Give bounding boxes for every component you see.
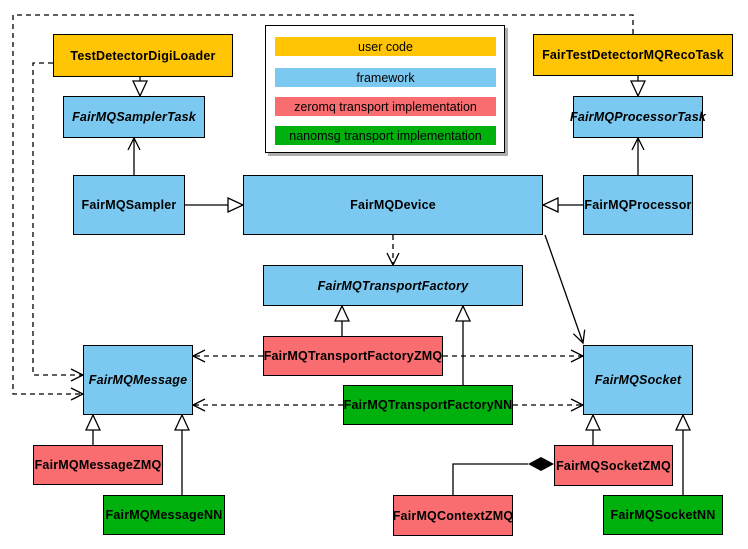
legend-item-zeromq: zeromq transport implementation <box>275 97 496 116</box>
node-fairmq-sampler-task: FairMQSamplerTask <box>63 96 205 138</box>
composition-diamond-icon <box>528 457 554 471</box>
node-fairmq-message-zmq: FairMQMessageZMQ <box>33 445 163 485</box>
node-fairmq-processor-task: FairMQProcessorTask <box>570 96 706 138</box>
node-fairmq-socket: FairMQSocket <box>583 345 693 415</box>
legend-item-framework: framework <box>275 68 496 87</box>
node-fairmq-message-nn: FairMQMessageNN <box>103 495 225 535</box>
node-fairmq-socket-nn: FairMQSocketNN <box>603 495 723 535</box>
node-fairmq-device: FairMQDevice <box>243 175 543 235</box>
node-fairmq-transport-factory-zmq: FairMQTransportFactoryZMQ <box>263 336 443 376</box>
legend: user code framework zeromq transport imp… <box>265 25 505 153</box>
node-fairmq-context-zmq: FairMQContextZMQ <box>393 495 513 536</box>
node-fairmq-message: FairMQMessage <box>83 345 193 415</box>
edge-contextzmq-to-socketzmq <box>452 463 528 495</box>
edge-device-to-socket <box>544 234 586 345</box>
node-fairmq-transport-factory-nn: FairMQTransportFactoryNN <box>343 385 513 425</box>
node-fairmq-socket-zmq: FairMQSocketZMQ <box>554 445 673 486</box>
node-fairmq-processor: FairMQProcessor <box>583 175 693 235</box>
legend-item-user-code: user code <box>275 37 496 56</box>
node-test-detector-digi-loader: TestDetectorDigiLoader <box>53 34 233 77</box>
node-fairmq-transport-factory: FairMQTransportFactory <box>263 265 523 306</box>
legend-item-nanomsg: nanomsg transport implementation <box>275 126 496 145</box>
node-fairmq-sampler: FairMQSampler <box>73 175 185 235</box>
node-fair-test-detector-mq-reco-task: FairTestDetectorMQRecoTask <box>533 34 733 76</box>
